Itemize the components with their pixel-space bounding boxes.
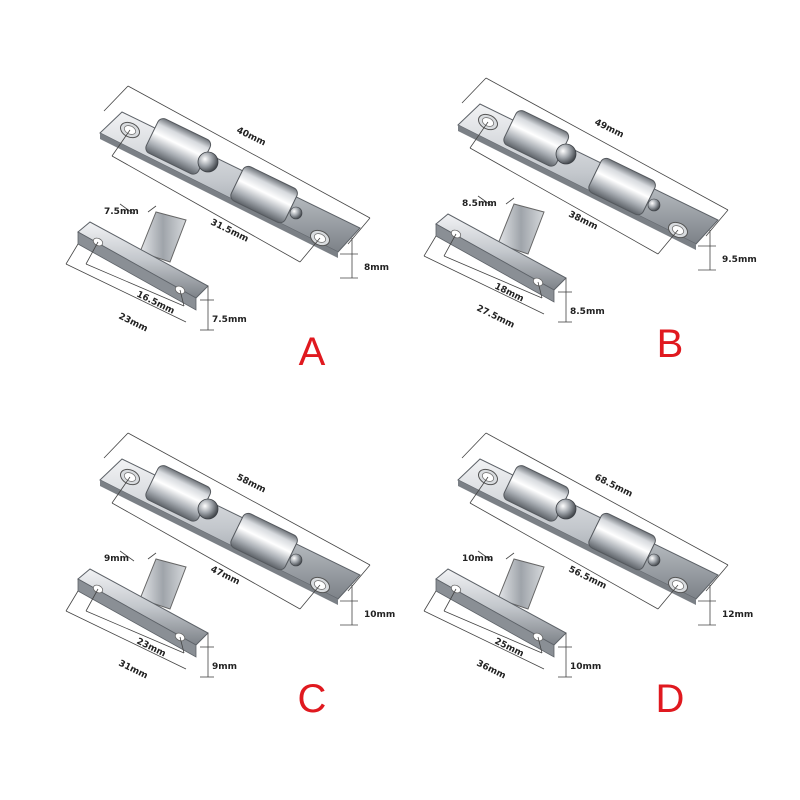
dimension-catch-overall: 40mm	[235, 126, 267, 149]
dimension-strike-hole-spacing: 25mm	[493, 637, 525, 660]
dimension-catch-width: 8mm	[364, 263, 389, 273]
dimension-strike-tab: 7.5mm	[104, 207, 139, 217]
dimension-catch-overall: 68.5mm	[593, 473, 634, 500]
dimension-strike-length: 36mm	[475, 659, 507, 682]
dimension-strike-width: 9mm	[212, 662, 237, 672]
dimension-strike-hole-spacing: 23mm	[135, 637, 167, 660]
dimension-strike-length: 23mm	[117, 312, 149, 335]
variant-letter: D	[656, 677, 685, 721]
dimension-strike-width: 8.5mm	[570, 307, 605, 317]
dimension-strike-tab: 10mm	[462, 554, 493, 564]
dimension-strike-width: 7.5mm	[212, 315, 247, 325]
dimension-catch-width: 12mm	[722, 610, 753, 620]
dimension-catch-width: 10mm	[364, 610, 395, 620]
dimension-catch-width: 9.5mm	[722, 255, 757, 265]
dimension-strike-length: 31mm	[117, 659, 149, 682]
variant-letter: B	[657, 322, 684, 366]
dimension-strike-width: 10mm	[570, 662, 601, 672]
dimension-catch-hole-spacing: 38mm	[567, 210, 599, 233]
dimension-strike-tab: 9mm	[104, 554, 129, 564]
dimension-catch-overall: 58mm	[235, 473, 267, 496]
dimension-catch-overall: 49mm	[593, 118, 625, 141]
dimension-strike-length: 27.5mm	[475, 304, 516, 331]
dimension-strike-tab: 8.5mm	[462, 199, 497, 209]
variant-letter: C	[298, 677, 327, 721]
variant-letter: A	[299, 330, 326, 374]
dimension-catch-hole-spacing: 47mm	[209, 565, 241, 588]
dimension-strike-hole-spacing: 18mm	[493, 282, 525, 305]
